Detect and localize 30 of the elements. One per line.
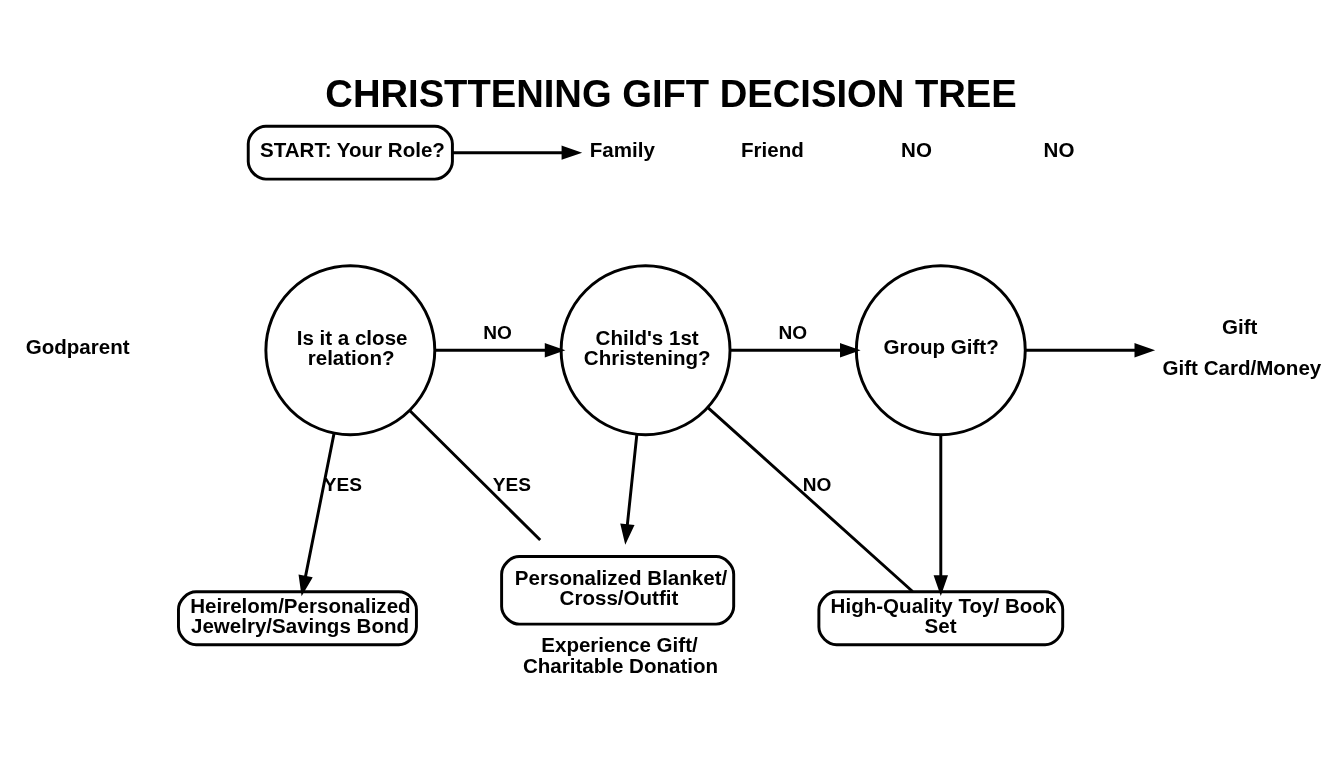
arrow (933, 434, 948, 596)
node-text: Gift (1222, 315, 1258, 339)
arrow (620, 434, 639, 545)
edge-label: NO (483, 322, 512, 344)
label: Friend (741, 137, 804, 161)
node-circle: Child's 1st Christening? (559, 264, 732, 437)
arrow (434, 343, 566, 358)
node-text: Family (589, 137, 655, 161)
edge-label: YES (323, 474, 363, 496)
label: NO (1043, 137, 1075, 161)
edge-label: NO (778, 322, 808, 344)
node-label: Gift Card/Money (1162, 356, 1322, 380)
label: Godparent (25, 335, 130, 359)
node-circle: Group Gift? (854, 264, 1027, 437)
arrow (730, 343, 861, 358)
arrow (1025, 343, 1156, 358)
edge-label: NO (802, 474, 832, 496)
label: NO (901, 137, 932, 161)
connector (707, 406, 914, 593)
node-label: Experience Gift/ Charitable Donation (522, 633, 719, 677)
node-box: Heirelom/Personalized Jewelry/Savings Bond (177, 590, 418, 647)
arrow (452, 145, 583, 160)
connector (408, 409, 542, 542)
node-circle: Is it a close relation? (264, 264, 437, 437)
node-box: Personalized Blanket/ Cross/Outfit (500, 555, 736, 626)
diagram-title: CHRISTTENING GIFT DECISION TREE (325, 71, 1017, 115)
node-box: START: Your Role? (246, 124, 454, 181)
edge-label: YES (492, 474, 531, 496)
arrow (298, 433, 336, 597)
node-box: High-Quality Toy/ Book Set (817, 590, 1065, 647)
